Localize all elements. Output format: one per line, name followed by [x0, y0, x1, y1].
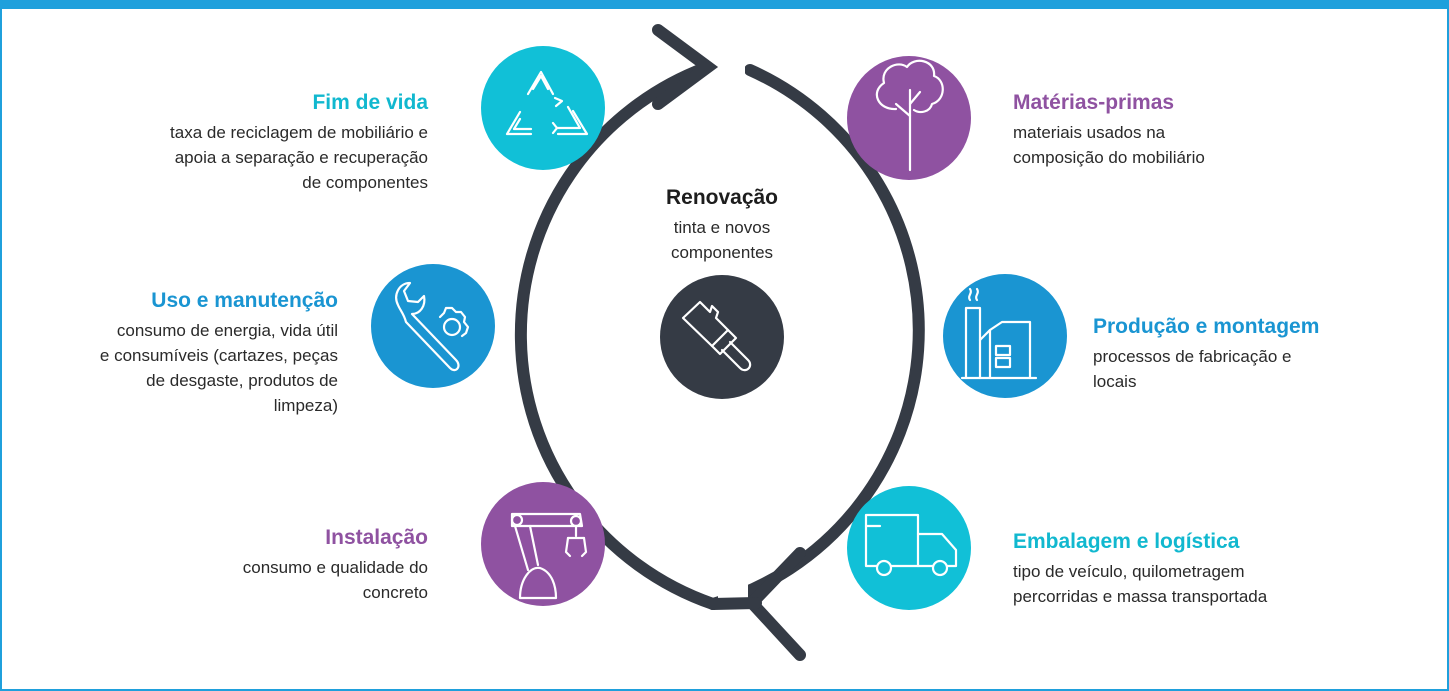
arrow-head-top — [652, 24, 719, 110]
stage-uso-manutencao: Uso e manutenção consumo de energia, vid… — [20, 288, 338, 418]
stage-desc-line: apoia a separação e recuperação — [174, 148, 428, 167]
stage-producao-montagem: Produção e montagem processos de fabrica… — [1093, 314, 1433, 394]
stage-desc-line: materiais usados na — [1013, 123, 1166, 142]
recycle-icon — [505, 70, 589, 136]
stage-desc-line: locais — [1093, 372, 1137, 391]
stage-circle-uso-manutencao — [371, 264, 495, 388]
stage-title-renovacao: Renovação — [665, 186, 779, 209]
stage-title-fim-de-vida: Fim de vida — [312, 91, 428, 114]
stage-title-producao-montagem: Produção e montagem — [1093, 315, 1320, 338]
truck-icon — [864, 513, 958, 577]
stage-desc-line: taxa de reciclagem de mobiliário e — [170, 123, 428, 142]
stage-title-embalagem-logistica: Embalagem e logística — [1013, 530, 1240, 553]
factory-icon — [960, 287, 1038, 380]
wrench-gear-icon — [395, 281, 470, 372]
stage-materias-primas: Matérias-primas materiais usados na comp… — [1013, 90, 1413, 170]
stage-embalagem-logistica: Embalagem e logística tipo de veículo, q… — [1013, 529, 1423, 609]
stage-instalacao: Instalação consumo e qualidade do concre… — [110, 525, 428, 605]
stage-title-uso-manutencao: Uso e manutenção — [151, 289, 338, 312]
stage-desc-line: de componentes — [302, 173, 428, 192]
stage-circle-materias-primas — [847, 56, 971, 180]
stage-desc-renovacao-2: componentes — [670, 243, 774, 262]
stage-desc-line: de desgaste, produtos de — [146, 371, 338, 390]
stage-desc-renovacao-1: tinta e novos — [673, 218, 771, 237]
cycle-ring-left — [514, 62, 719, 610]
stage-circle-renovacao — [660, 275, 784, 399]
stage-desc-line: consumo de energia, vida útil — [116, 321, 338, 340]
stage-desc-line: tipo de veículo, quilometragem — [1013, 562, 1245, 581]
stage-title-materias-primas: Matérias-primas — [1013, 91, 1175, 114]
stage-renovacao: Renovação tinta e novos componentes — [612, 185, 832, 265]
paintbrush-icon — [681, 300, 752, 372]
stage-desc-line: composição do mobiliário — [1013, 148, 1205, 167]
stage-circle-instalacao — [481, 482, 605, 606]
tree-icon — [875, 59, 944, 172]
stage-circle-fim-de-vida — [481, 46, 605, 170]
stage-desc-line: concreto — [362, 583, 428, 602]
stage-fim-de-vida: Fim de vida taxa de reciclagem de mobili… — [60, 90, 428, 195]
stage-circle-embalagem-logistica — [847, 486, 971, 610]
robot-arm-icon — [510, 512, 588, 600]
stage-circle-producao-montagem — [943, 274, 1067, 398]
cycle-ring-right — [707, 64, 925, 610]
stage-desc-line: processos de fabricação e — [1093, 347, 1292, 366]
stage-desc-line: e consumíveis (cartazes, peças — [99, 346, 338, 365]
stage-desc-line: percorridas e massa transportada — [1013, 587, 1268, 606]
stage-title-instalacao: Instalação — [325, 526, 428, 549]
stage-desc-line: limpeza) — [273, 396, 338, 415]
stage-desc-line: consumo e qualidade do — [242, 558, 428, 577]
